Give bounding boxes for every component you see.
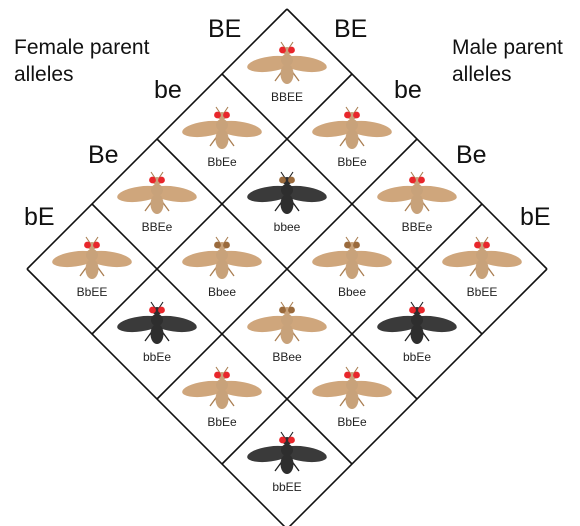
genotype-label: BbEE [77,285,108,299]
genotype-label: BbEE [467,285,498,299]
genotype-label: BbEe [207,155,237,169]
genotype-label: Bbee [208,285,236,299]
genotype-label: BbEe [337,415,367,429]
genotype-label: BBEE [271,90,303,104]
genotype-label: BBEe [142,220,173,234]
genotype-label: bbEe [403,350,431,364]
genotype-label: BbEe [207,415,237,429]
genotype-label: Bbee [338,285,366,299]
genotype-label: bbEe [143,350,171,364]
genotype-label: bbee [274,220,301,234]
genotype-label: BBEe [402,220,433,234]
genotype-label: BBee [272,350,302,364]
genotype-label: BbEe [337,155,367,169]
genotype-label: bbEE [272,480,301,494]
